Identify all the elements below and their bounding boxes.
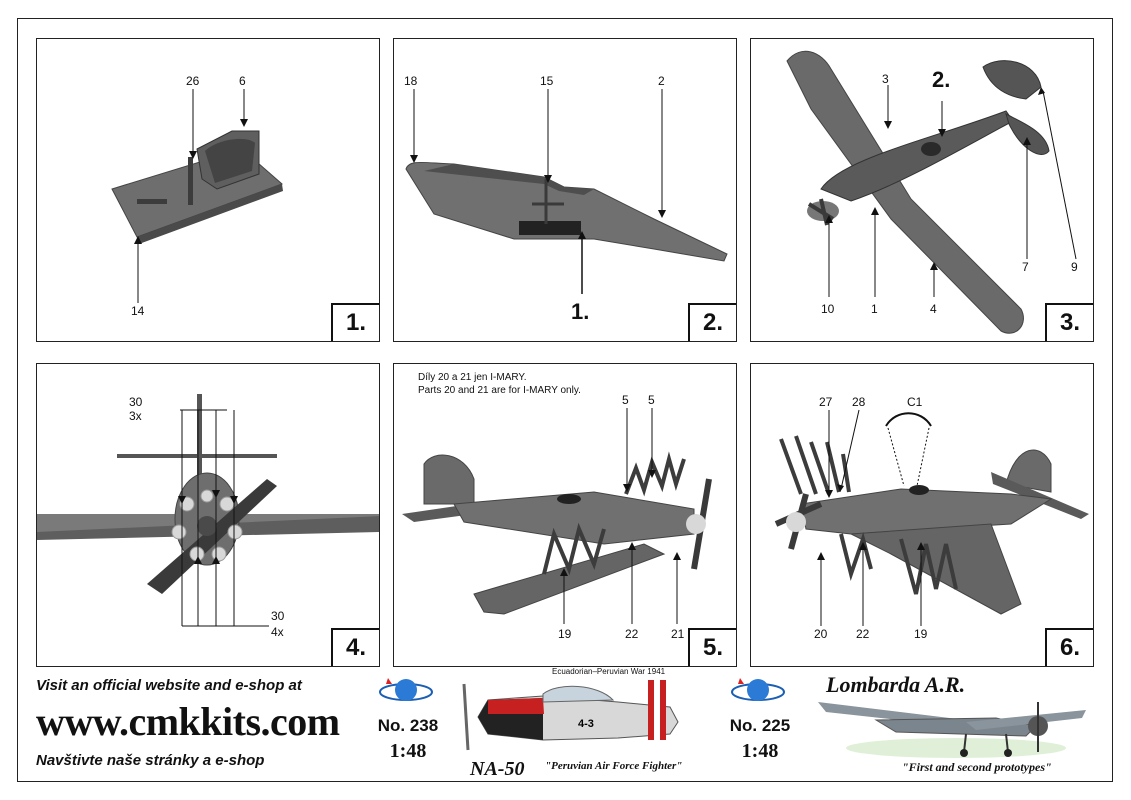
kit-subtitle-lombarda: "First and second prototypes" [902, 760, 1052, 774]
part-label-2: 2 [658, 74, 665, 88]
na50-caption: Ecuadorian–Peruvian War 1941 [552, 667, 666, 676]
part-label-15: 15 [540, 74, 554, 88]
step-2-panel: 18 15 2 1. 2. [393, 38, 737, 342]
part-label-21: 21 [671, 627, 685, 641]
kit-number-225: No. 225 [729, 716, 791, 735]
part-label-4: 4 [930, 302, 937, 316]
part-label-7: 7 [1022, 260, 1029, 274]
kit-scale-225: 1:48 [741, 740, 779, 762]
kit-name-na50: NA-50 [470, 758, 525, 780]
step-6-drawing [774, 409, 1089, 626]
part-label-5-left: 5 [622, 393, 629, 407]
website-url[interactable]: www.cmkkits.com [36, 699, 340, 744]
step-number: 3. [1045, 303, 1093, 341]
quantity-3x: 3x [129, 409, 142, 423]
cmk-planet-logo-icon [731, 678, 785, 701]
lombarda-aircraft-image [818, 702, 1086, 758]
substep-label: 2. [932, 67, 951, 92]
part-label-14: 14 [131, 304, 145, 318]
part-label-1: 1 [871, 302, 878, 316]
visit-text-english: Visit an official website and e-shop at [36, 677, 302, 694]
cmk-planet-logo-icon [379, 678, 433, 701]
step-5-drawing [402, 408, 712, 624]
part-label-c1: C1 [907, 395, 923, 409]
part-label-22: 22 [625, 627, 639, 641]
step-3-drawing [786, 50, 1077, 334]
part-label-6: 6 [239, 74, 246, 88]
part-label-10: 10 [821, 302, 835, 316]
part-label-20: 20 [814, 627, 828, 641]
step-number: 6. [1045, 628, 1093, 666]
note-czech: Díly 20 a 21 jen I-MARY. [418, 372, 527, 383]
step-number: 4. [331, 628, 379, 666]
step-1-drawing [111, 89, 283, 303]
part-label-9: 9 [1071, 260, 1078, 274]
part-label-28: 28 [852, 395, 866, 409]
part-label-26: 26 [186, 74, 200, 88]
part-label-30-bottom: 30 [271, 609, 285, 623]
step-5-panel: Díly 20 a 21 jen I-MARY. Parts 20 and 21… [393, 363, 737, 667]
step-number: 5. [688, 628, 736, 666]
step-2-drawing [405, 89, 728, 294]
part-label-3: 3 [882, 72, 889, 86]
step-4-panel: 30 3x 30 4x 4. [36, 363, 380, 667]
step-number: 1. [331, 303, 379, 341]
kit-name-lombarda: Lombarda A.R. [826, 672, 966, 697]
note-english: Parts 20 and 21 are for I-MARY only. [418, 385, 581, 396]
kit-subtitle-na50: "Peruvian Air Force Fighter" [545, 760, 683, 772]
part-label-5-right: 5 [648, 393, 655, 407]
aircraft-code: 4-3 [578, 718, 594, 730]
step-3-panel: 3 2. 9 7 10 1 4 3. [750, 38, 1094, 342]
part-label-18: 18 [404, 74, 418, 88]
step-1-panel: 26 6 14 1. [36, 38, 380, 342]
part-label-22: 22 [856, 627, 870, 641]
visit-text-czech: Navštivte naše stránky a e-shop [36, 752, 265, 769]
part-label-19: 19 [914, 627, 928, 641]
part-label-30-top: 30 [129, 395, 143, 409]
quantity-4x: 4x [271, 625, 284, 639]
step-number: 2. [688, 303, 736, 341]
step-4-drawing [37, 394, 379, 627]
substep-label: 1. [571, 299, 590, 324]
part-label-27: 27 [819, 395, 833, 409]
step-6-panel: 27 28 C1 20 22 19 6. [750, 363, 1094, 667]
kit-scale-238: 1:48 [389, 740, 427, 762]
na50-aircraft-image: 4-3 [462, 680, 679, 751]
part-label-19: 19 [558, 627, 572, 641]
kit-number-238: No. 238 [377, 716, 439, 735]
instruction-sheet [17, 18, 1113, 782]
